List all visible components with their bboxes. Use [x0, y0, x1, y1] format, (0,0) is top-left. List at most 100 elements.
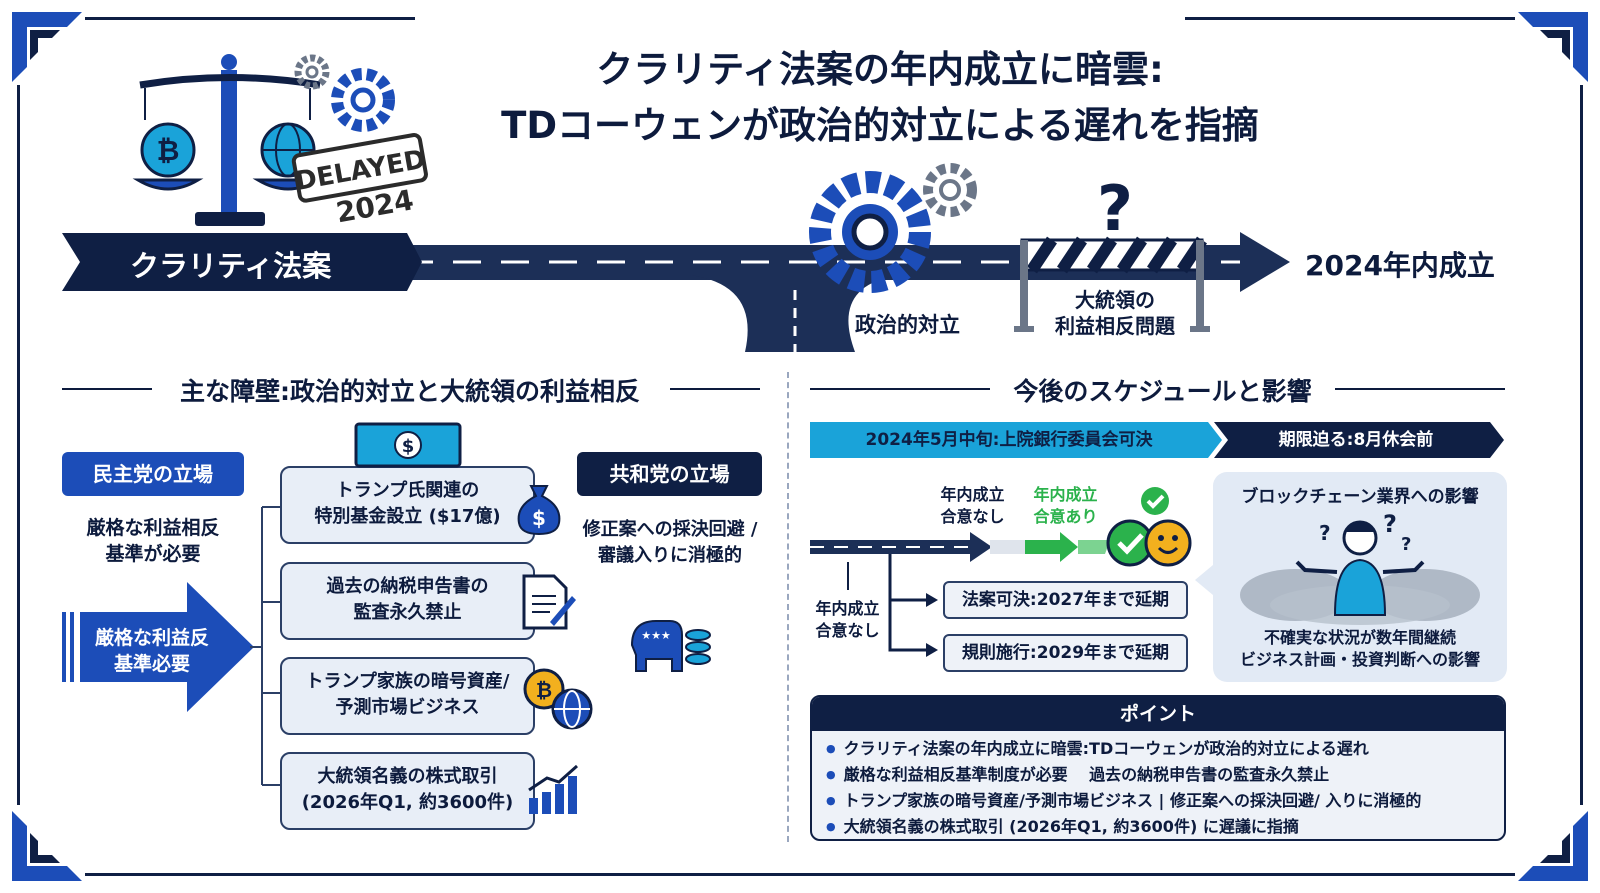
gop-text: 修正案への採決回避 / 審議入りに消極的 — [565, 517, 775, 569]
no-agreement-top-line-1: 年内成立 — [940, 485, 1005, 504]
bill-label: クラリティ法案 — [130, 249, 332, 283]
issue-box-crypto: トランプ家族の暗号資産/ 予測市場ビジネス — [280, 657, 535, 735]
road-arrow-head — [1240, 232, 1290, 292]
banknote-icon: $ — [354, 422, 462, 468]
issue-4-line-1: 大統領名義の株式取引 — [317, 766, 498, 787]
points-box: ポイント クラリティ法案の年内成立に暗雲:TDコーウェンが政治的対立による遅れ … — [810, 695, 1506, 841]
svg-text:₿: ₿ — [157, 134, 180, 167]
rule-left-b — [670, 388, 760, 390]
frame-line-top-left — [85, 17, 415, 20]
question-mark: ? — [1097, 172, 1133, 245]
impact-line-2: ビジネス計画・投資判断への影響 — [1239, 650, 1480, 669]
dem-arrow-text: 厳格な利益反 基準必要 — [82, 625, 222, 677]
no-agreement-side-line-1: 年内成立 — [815, 599, 880, 618]
section-divider — [787, 372, 789, 842]
coins-crypto-icon: ₿ — [523, 668, 593, 730]
frame-corner-bottom-left — [12, 811, 82, 881]
president-issue-line-1: 大統領の — [1075, 288, 1155, 312]
left-section-heading: 主な障壁:政治的対立と大統領の利益相反 — [180, 377, 640, 406]
president-issue-label: 大統領の 利益相反問題 — [1040, 287, 1190, 339]
gear-icon — [294, 54, 395, 132]
issue-2-line-2: 監査永久禁止 — [353, 602, 462, 623]
no-agreement-side: 年内成立 合意なし — [800, 598, 895, 642]
bill-banner — [62, 233, 422, 291]
dem-text-line-2: 基準が必要 — [105, 543, 201, 565]
svg-text:?: ? — [1319, 521, 1331, 545]
bitcoin-icon: ₿ — [140, 122, 196, 178]
scale-icon — [132, 54, 324, 226]
frame-corner-top-right — [1518, 12, 1588, 82]
extension-box-rules: 規則施行:2029年まで延期 — [943, 634, 1188, 672]
dem-text-line-1: 厳格な利益相反 — [86, 517, 220, 539]
svg-text:?: ? — [1383, 510, 1397, 538]
hero-illustration: ₿ DELAYED 2024 ? — [132, 54, 1290, 352]
point-item: 厳格な利益相反基準制度が必要 過去の納税申告書の監査永久禁止 — [826, 763, 1504, 789]
rule-left-a — [62, 388, 152, 390]
point-item: クラリティ法案の年内成立に暗雲:TDコーウェンが政治的対立による遅れ — [826, 737, 1504, 763]
agreement-line-1: 年内成立 — [1033, 485, 1098, 504]
frame-line-left — [17, 85, 20, 805]
issue-box-fund: トランプ氏関連の 特別基金設立 ($17億) — [280, 466, 535, 544]
agreement-label: 年内成立 合意あり — [1018, 484, 1113, 528]
issue-1-line-2: 特別基金設立 ($17億) — [314, 506, 501, 527]
dem-tag: 民主党の立場 — [62, 452, 244, 496]
issue-box-tax: 過去の納税申告書の 監査永久禁止 — [280, 562, 535, 640]
schedule-bar-1: 2024年5月中旬:上院銀行委員会可決 — [865, 430, 1153, 450]
issue-4-line-2: (2026年Q1, 約3600件) — [301, 792, 514, 813]
timeline-diagram — [810, 532, 1110, 657]
title-line-1: クラリティ法案の年内成立に暗雲: — [596, 48, 1164, 91]
dem-arrow — [62, 582, 254, 712]
issue-3-line-1: トランプ家族の暗号資産/ — [305, 671, 510, 692]
no-agreement-top: 年内成立 合意なし — [925, 484, 1020, 528]
svg-text:$: $ — [532, 506, 546, 530]
svg-text:?: ? — [1401, 534, 1411, 555]
rule-right-a — [810, 388, 990, 390]
svg-text:$: $ — [402, 436, 415, 457]
document-icon — [522, 574, 576, 630]
title-line-2: TDコーウェンが政治的対立による遅れを指摘 — [501, 104, 1259, 147]
check-smile-icon — [1106, 487, 1192, 567]
no-agreement-top-line-2: 合意なし — [940, 507, 1005, 526]
issue-1-line-1: トランプ氏関連の — [335, 480, 480, 501]
elephant-icon: ★★★ — [630, 620, 711, 672]
delayed-stamp: DELAYED 2024 — [291, 133, 428, 229]
frame-corner-bottom-right — [1518, 811, 1588, 881]
money-bag-icon: $ — [517, 485, 561, 536]
issue-connector — [250, 506, 282, 786]
extension-box-bill: 法案可決:2027年まで延期 — [943, 581, 1188, 619]
schedule-bar-2: 期限迫る:8月休会前 — [1278, 430, 1434, 450]
issue-box-stocks: 大統領名義の株式取引 (2026年Q1, 約3600件) — [280, 752, 535, 830]
conflict-label: 政治的対立 — [855, 313, 960, 337]
rule-right-b — [1335, 388, 1505, 390]
points-list: クラリティ法案の年内成立に暗雲:TDコーウェンが政治的対立による遅れ 厳格な利益… — [812, 731, 1504, 839]
issue-3-line-2: 予測市場ビジネス — [335, 697, 480, 718]
point-item: 大統領名義の株式取引 (2026年Q1, 約3600件) に遅議に指摘 — [826, 815, 1504, 839]
right-section-heading: 今後のスケジュールと影響 — [1013, 377, 1312, 406]
gop-text-line-2: 審議入りに消極的 — [598, 545, 742, 566]
points-heading: ポイント — [812, 697, 1504, 731]
gop-text-line-1: 修正案への採決回避 / — [582, 519, 758, 540]
frame-corner-top-left — [12, 12, 82, 82]
impact-pointer — [1195, 560, 1219, 600]
impact-line-1: 不確実な状況が数年間継続 — [1263, 628, 1456, 647]
no-agreement-side-line-2: 合意なし — [815, 621, 880, 640]
dem-arrow-line-1: 厳格な利益反 — [94, 627, 209, 649]
svg-text:₿: ₿ — [536, 678, 552, 702]
frame-line-top-right — [1185, 17, 1515, 20]
gop-tag: 共和党の立場 — [577, 452, 762, 496]
dem-arrow-line-2: 基準必要 — [113, 653, 190, 675]
agreement-line-2: 合意あり — [1033, 507, 1098, 526]
barrier-icon — [1014, 236, 1210, 332]
person-icon: ? ? ? — [1240, 510, 1480, 625]
dem-text: 厳格な利益相反 基準が必要 — [62, 515, 244, 567]
page-title: クラリティ法案の年内成立に暗雲: TDコーウェンが政治的対立による遅れを指摘 — [430, 42, 1330, 154]
schedule-bars — [810, 422, 1504, 458]
chart-icon — [528, 764, 578, 814]
impact-text: 不確実な状況が数年間継続 ビジネス計画・投資判断への影響 — [1213, 627, 1507, 671]
point-item: トランプ家族の暗号資産/予測市場ビジネス | 修正案への採決回避/ 入りに消極的 — [826, 789, 1504, 815]
frame-line-right — [1580, 85, 1583, 805]
frame-line-bottom — [85, 873, 1515, 876]
president-issue-line-2: 利益相反問題 — [1055, 314, 1175, 338]
issue-2-line-1: 過去の納税申告書の — [326, 576, 489, 597]
svg-text:★★★: ★★★ — [641, 629, 671, 642]
